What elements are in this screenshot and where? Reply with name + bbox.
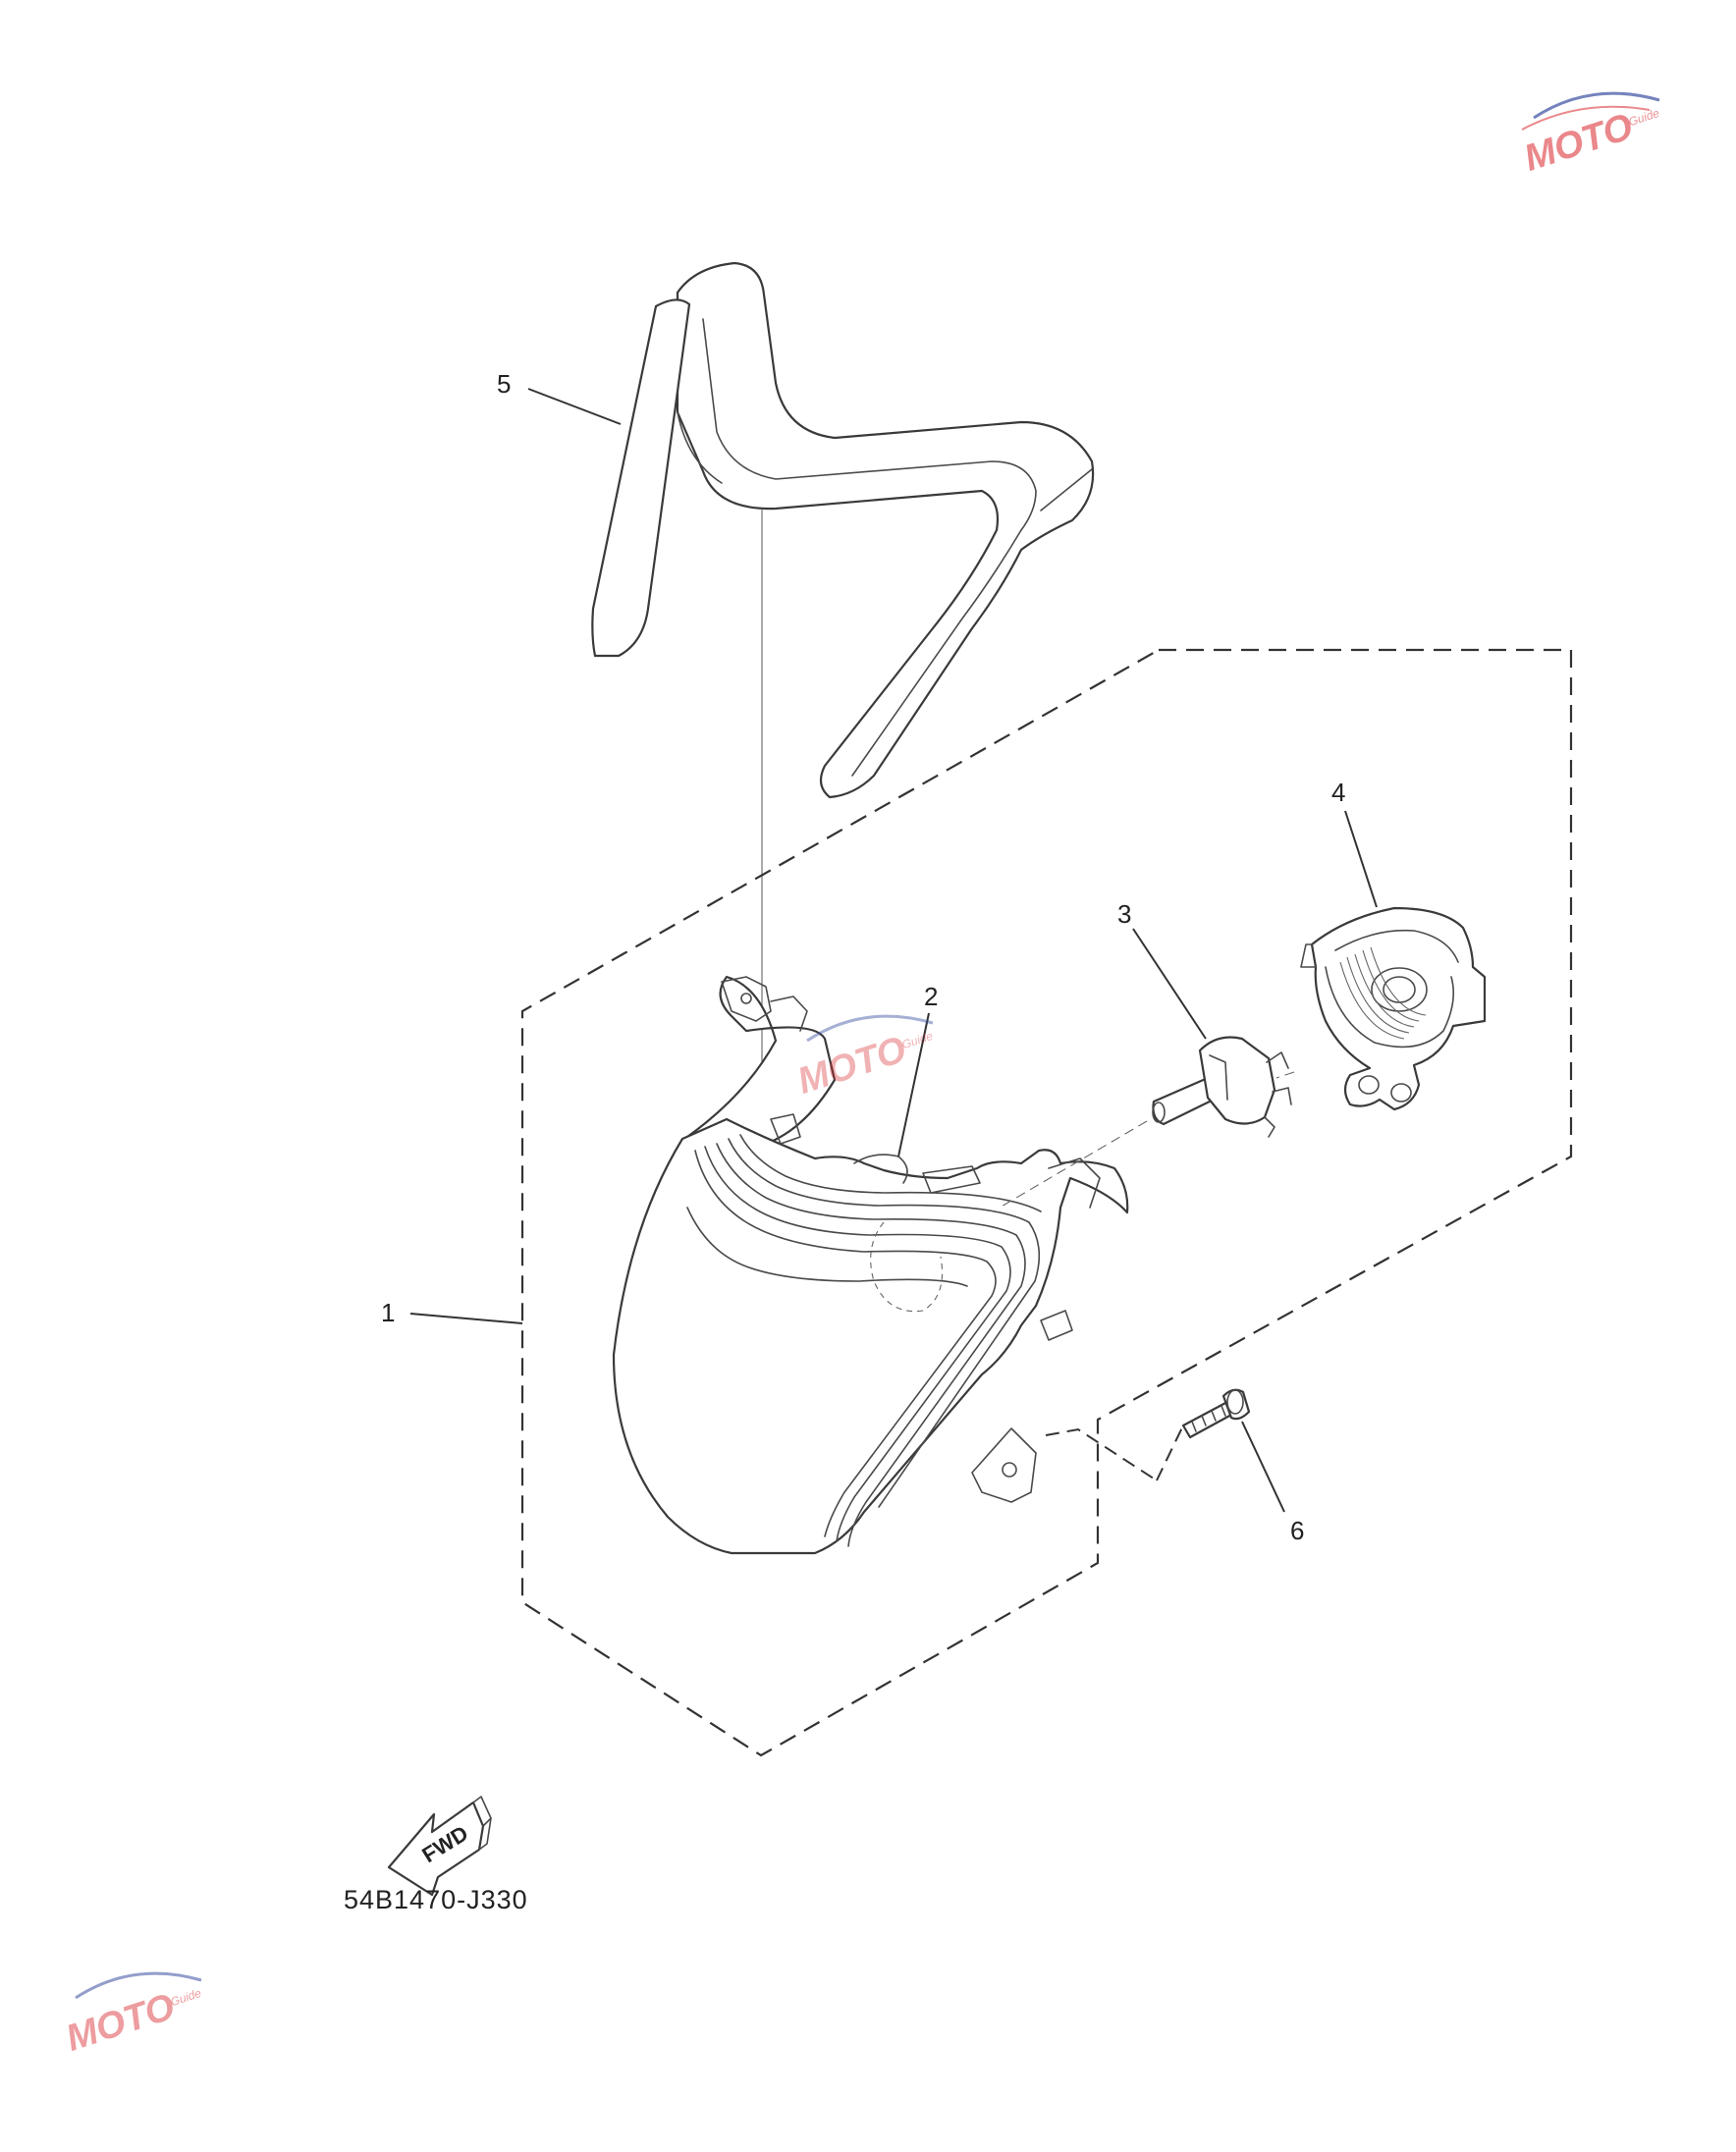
diagram-code: 54B1470-J330 [344,1885,528,1914]
callout-4: 4 [1331,778,1345,807]
callout-2: 2 [924,982,938,1011]
leader-3 [1132,928,1207,1040]
assembly-line-3 [999,1120,1148,1209]
part-5-headlight-cover [591,261,1095,799]
part-4-bulb-cover [1300,906,1487,1111]
assembly-boundary [520,648,1573,1757]
part-3-bulb [1152,1036,1292,1138]
leader-2 [897,1012,930,1157]
svg-text:Guide: Guide [1627,106,1661,129]
callout-5: 5 [497,369,511,399]
leader-4 [1344,810,1378,908]
part-6-screw [1181,1388,1251,1439]
svg-text:Guide: Guide [900,1029,935,1051]
assembly-line-6b [1156,1425,1184,1481]
leader-1 [409,1313,523,1324]
part-1-headlight-assembly [612,975,1129,1555]
moto-guide-logo-icon: MOTO Guide [1519,91,1661,180]
callout-3: 3 [1117,899,1131,929]
callout-6: 6 [1290,1516,1304,1545]
moto-guide-logo-icon: MOTO Guide [61,1971,203,2060]
leader-5 [527,388,622,425]
svg-text:Guide: Guide [169,1986,203,2009]
callout-1: 1 [381,1298,395,1327]
leader-6 [1241,1421,1285,1513]
fwd-arrow-icon: FWD [387,1796,492,1897]
assembly-line-6 [1045,1427,1158,1481]
assembly-line-4 [1275,1071,1295,1079]
